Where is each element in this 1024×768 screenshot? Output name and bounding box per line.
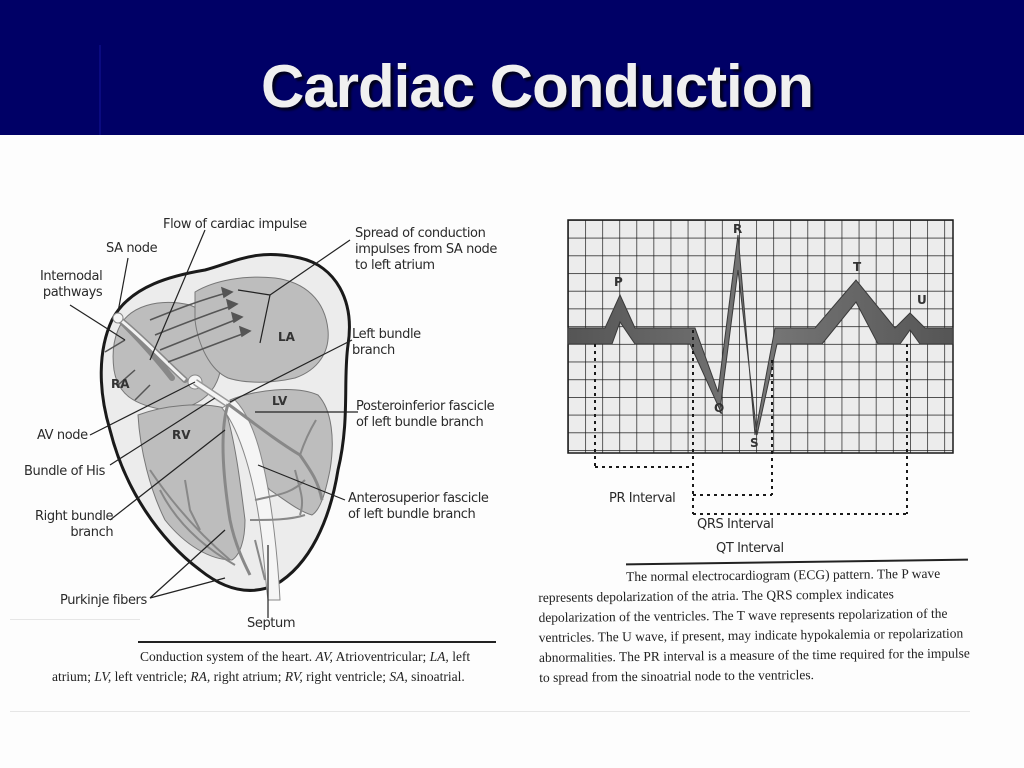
caption-abbr: SA, [389, 669, 408, 684]
wave-label-r: R [733, 222, 743, 236]
caption-text: right atrium; [210, 669, 285, 684]
wave-label-q: Q [714, 401, 725, 415]
wave-label-s: S [750, 436, 759, 450]
label-purkinje-fibers: Purkinje fibers [60, 593, 147, 608]
purkinje-fibers [149, 419, 317, 581]
caption-abbr: AV, [315, 649, 333, 664]
label-spread-of-conduction: Spread of conduction impulses from SA no… [355, 226, 498, 273]
label-anterosuperior-fascicle: Anterosuperior fascicle of left bundle b… [348, 491, 489, 522]
scan-edge-line [10, 619, 140, 620]
ecg-caption: The normal electrocardiogram (ECG) patte… [538, 565, 970, 685]
label-posteroinferior-fascicle: Posteroinferior fascicle of left bundle … [356, 399, 495, 430]
caption-abbr: LA, [429, 649, 449, 664]
left-atrium [194, 276, 329, 383]
caption-text: Atrioventricular; [332, 649, 430, 664]
caption-text: left atrium; [52, 649, 471, 684]
caption-text: left ventricle; [111, 669, 191, 684]
label-flow-of-cardiac-impulse: Flow of cardiac impulse [163, 217, 307, 232]
impulse-arrows [104, 286, 252, 401]
heart-caption: Conduction system of the heart. AV, Atri… [52, 647, 502, 687]
wave-label-t: T [853, 260, 862, 274]
septum [221, 399, 281, 601]
header-accent-line [99, 45, 101, 135]
chamber-label-rv: RV [172, 428, 191, 442]
wave-label-u: U [917, 293, 927, 307]
caption-abbr: RA, [190, 669, 211, 684]
caption-text: sinoatrial. [407, 669, 465, 684]
label-right-bundle-branch: Right bundle branch [35, 509, 114, 540]
label-left-bundle-branch: Left bundle branch [352, 327, 421, 358]
heart-caption-lead: Conduction system of the heart. [140, 649, 316, 664]
heart-diagram [69, 229, 358, 618]
label-qrs-interval: QRS Interval [697, 517, 774, 532]
slide-title: Cardiac Conduction [260, 53, 814, 120]
sa-node [112, 312, 124, 324]
label-qt-interval: QT Interval [716, 541, 784, 556]
label-septum: Septum [247, 616, 296, 631]
chamber-label-lv: LV [272, 394, 288, 408]
label-sa-node: SA node [106, 241, 158, 256]
label-bundle-of-his: Bundle of His [24, 464, 106, 479]
label-internodal-pathways: Internodal pathways [40, 269, 103, 300]
internodal-pathways-core [117, 316, 187, 382]
slide-header: Cardiac Conduction [0, 0, 1024, 135]
right-bundle-branch [221, 403, 252, 576]
ecg-waveform [567, 234, 954, 436]
caption-abbr: LV, [94, 669, 112, 684]
interval-markers [594, 330, 908, 515]
ecg-diagram [567, 219, 954, 515]
label-pr-interval: PR Interval [609, 491, 676, 506]
right-ventricle [137, 404, 246, 561]
scan-edge-line [10, 711, 970, 712]
heart-caption-rule [138, 641, 496, 643]
wave-label-p: P [614, 275, 623, 289]
caption-abbr: RV, [284, 669, 303, 684]
chamber-label-ra: RA [111, 377, 130, 391]
chamber-label-la: LA [278, 330, 295, 344]
caption-text: right ventricle; [302, 669, 390, 684]
leader-lines [69, 229, 358, 618]
label-av-node: AV node [37, 428, 88, 443]
